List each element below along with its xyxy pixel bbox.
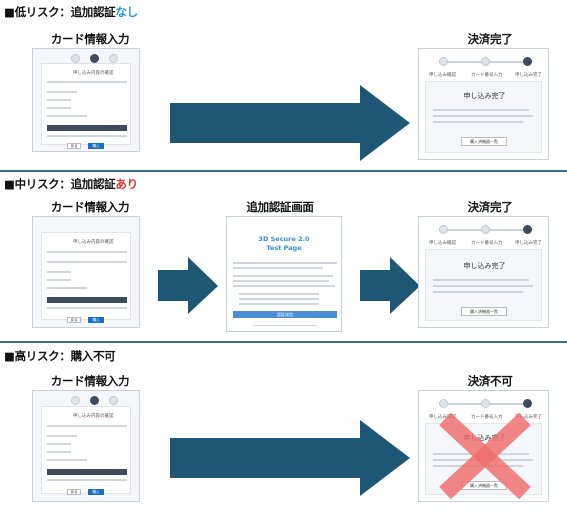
complete-screenshot-high: 申し込み確認 カード番号入力 申し込み完了 申し込み完了 購入済機器一覧 <box>418 390 549 502</box>
next-button[interactable]: 購入 <box>88 489 104 495</box>
progress-steps <box>439 399 532 408</box>
section-label-high: ■高リスク：購入不可 <box>4 349 116 363</box>
section-label-mid: ■中リスク：追加認証 <box>4 177 116 191</box>
section-header-mid: ■中リスク：追加認証あり <box>4 176 138 192</box>
secure-submit-button[interactable]: 認証送信 <box>233 311 337 318</box>
back-button[interactable]: 戻る <box>67 317 81 323</box>
secure-screenshot: 3D Secure 2.0 Test Page 認証送信 <box>226 216 342 332</box>
section-accent-low: なし <box>115 5 138 19</box>
secure-title-2: Test Page <box>266 244 302 252</box>
title-card-input-mid: カード情報入力 <box>50 200 130 214</box>
section-accent-mid: あり <box>115 177 138 191</box>
step-indicator <box>71 396 118 405</box>
back-button[interactable]: 戻る <box>67 489 81 495</box>
back-button[interactable]: 戻る <box>67 143 81 149</box>
next-button[interactable]: 購入 <box>88 143 104 149</box>
step-1-label: 申し込み確認 <box>429 241 456 246</box>
divider-2 <box>0 341 567 343</box>
progress-steps <box>439 57 532 66</box>
step-3-label: 申し込み完了 <box>515 415 542 420</box>
title-complete-low: 決済完了 <box>467 32 513 46</box>
card-input-screenshot-low: 申し込み内容の確認 戻る 購入 <box>32 48 140 152</box>
arrow-mid-1 <box>158 257 218 314</box>
step-1-label: 申し込み確認 <box>429 73 456 78</box>
next-button[interactable]: 購入 <box>88 317 104 323</box>
step-2-label: カード番号入力 <box>471 73 503 78</box>
section-header-low: ■低リスク：追加認証なし <box>4 4 138 20</box>
cross-icon <box>439 413 531 499</box>
step-2-label: カード番号入力 <box>471 415 503 420</box>
step-2-label: カード番号入力 <box>471 241 503 246</box>
completion-heading: 申し込み完了 <box>463 92 506 100</box>
arrow-low <box>170 85 410 161</box>
complete-screenshot-low: 申し込み確認 カード番号入力 申し込み完了 申し込み完了 購入済機器一覧 <box>418 48 549 160</box>
step-3-label: 申し込み完了 <box>515 241 542 246</box>
title-impossible: 決済不可 <box>467 374 513 388</box>
title-additional-auth: 追加認証画面 <box>246 200 314 214</box>
title-card-input-high: カード情報入力 <box>50 374 130 388</box>
step-indicator <box>71 54 118 63</box>
section-label-low: ■低リスク：追加認証 <box>4 5 116 19</box>
card-input-screenshot-mid: 申し込み内容の確認 戻る 購入 <box>32 216 140 328</box>
form-heading: 申し込み内容の確認 <box>73 71 114 76</box>
progress-steps <box>439 225 532 234</box>
complete-screenshot-mid: 申し込み確認 カード番号入力 申し込み完了 申し込み完了 購入済機器一覧 <box>418 216 549 328</box>
step-3-label: 申し込み完了 <box>515 73 542 78</box>
title-complete-mid: 決済完了 <box>467 200 513 214</box>
secure-title-1: 3D Secure 2.0 <box>258 235 310 243</box>
section-header-high: ■高リスク：購入不可 <box>4 348 116 364</box>
device-list-button[interactable]: 購入済機器一覧 <box>461 307 507 316</box>
form-panel <box>41 63 131 145</box>
form-heading: 申し込み内容の確認 <box>73 414 114 419</box>
completion-heading: 申し込み完了 <box>463 434 506 442</box>
completion-heading: 申し込み完了 <box>463 262 506 270</box>
device-list-button[interactable]: 購入済機器一覧 <box>461 137 507 146</box>
title-card-input-low: カード情報入力 <box>50 32 130 46</box>
divider-1 <box>0 170 567 172</box>
form-heading: 申し込み内容の確認 <box>73 240 114 245</box>
card-input-screenshot-high: 申し込み内容の確認 戻る 購入 <box>32 390 140 502</box>
step-1-label: 申し込み確認 <box>429 415 456 420</box>
arrow-mid-2 <box>360 257 420 314</box>
arrow-high <box>170 420 410 496</box>
